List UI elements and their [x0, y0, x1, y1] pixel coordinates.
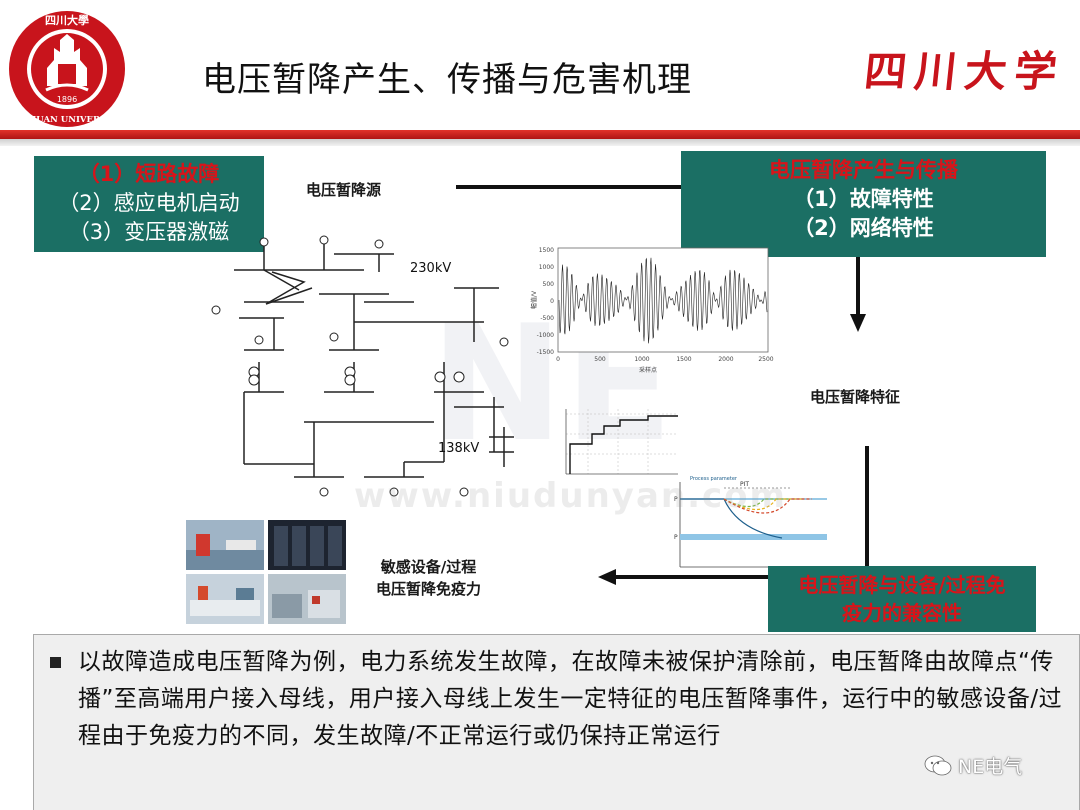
spread-network-feature: （2）网络特性	[681, 214, 1046, 243]
immunity-label: 敏感设备/过程 电压暂降免疫力	[376, 556, 481, 600]
p-lower-label: P	[674, 534, 678, 541]
y-tick-1500: 1500	[539, 247, 554, 254]
page-title: 电压暂降产生、传播与危害机理	[202, 52, 692, 101]
source-label: 电压暂降源	[306, 179, 381, 200]
cause-motor-start: （2）感应电机启动	[34, 189, 264, 218]
spread-fault-feature: （1）故障特性	[681, 185, 1046, 214]
waveform-xlabel: 采样点	[639, 366, 657, 374]
features-label: 电压暂降特征	[810, 386, 900, 407]
x-tick-500: 500	[594, 356, 606, 363]
x-tick-1000: 1000	[634, 356, 649, 363]
y-tick-0: 0	[550, 298, 554, 305]
bullet-icon	[50, 657, 61, 668]
immunity-line2: 电压暂降免疫力	[376, 578, 481, 600]
logo-top-text: 四川大學	[45, 13, 89, 27]
wechat-watermark: NE电气	[924, 752, 1022, 779]
compat-line1: 电压暂降与设备/过程免	[768, 571, 1036, 599]
photo-factory-line	[186, 520, 264, 570]
y-tick-neg1500: -1500	[537, 349, 555, 356]
watermark-url: www.niudunyan.com	[354, 476, 787, 516]
spread-title: 电压暂降产生与传播	[681, 156, 1046, 185]
arrow-down-head	[850, 314, 866, 332]
photo-server-room	[268, 520, 346, 570]
x-tick-2500: 2500	[758, 356, 773, 363]
logo-year: 1896	[57, 95, 77, 104]
y-tick-neg1000: -1000	[537, 332, 555, 339]
voltage-230kv-label: 230kV	[410, 261, 451, 276]
logo-bottom-text: SICHUAN UNIVERSITY	[11, 115, 123, 125]
step-curve	[570, 416, 678, 474]
spread-box: 电压暂降产生与传播 （1）故障特性 （2）网络特性	[681, 151, 1046, 257]
waveform-ylabel: 幅值/V	[530, 290, 538, 309]
photo-production	[268, 574, 346, 624]
fault-waveform-chart: 1500 1000 500 0 -500 -1000 -1500 0 500 1…	[528, 244, 778, 376]
immunity-line1: 敏感设备/过程	[376, 556, 481, 578]
compat-line2: 疫力的兼容性	[768, 599, 1036, 627]
y-tick-neg500: -500	[540, 315, 554, 322]
wechat-label: NE电气	[958, 752, 1022, 779]
university-logo: 1896 四川大學 SICHUAN UNIVERSITY	[6, 8, 128, 130]
equipment-photos	[186, 520, 346, 624]
photo-lab	[186, 574, 264, 624]
compatibility-box: 电压暂降与设备/过程免 疫力的兼容性	[768, 566, 1036, 632]
power-grid-diagram: 230kV 138kV	[204, 232, 534, 512]
voltage-138kv-label: 138kV	[438, 441, 479, 456]
summary-paragraph: 以故障造成电压暂降为例，电力系统发生故障，在故障未被保护清除前，电压暂降由故障点…	[78, 644, 1073, 755]
y-tick-1000: 1000	[539, 264, 554, 271]
x-tick-2000: 2000	[718, 356, 733, 363]
arrow-left-head	[598, 569, 616, 585]
x-tick-0: 0	[556, 356, 560, 363]
header-bar	[0, 130, 1080, 146]
cause-short-circuit: （1）短路故障	[34, 160, 264, 189]
y-tick-500: 500	[543, 281, 555, 288]
sag-characteristic-chart	[548, 404, 684, 484]
x-tick-1500: 1500	[676, 356, 691, 363]
calligraphy-logo: 四川大学	[862, 38, 1068, 99]
wechat-icon	[924, 755, 952, 777]
